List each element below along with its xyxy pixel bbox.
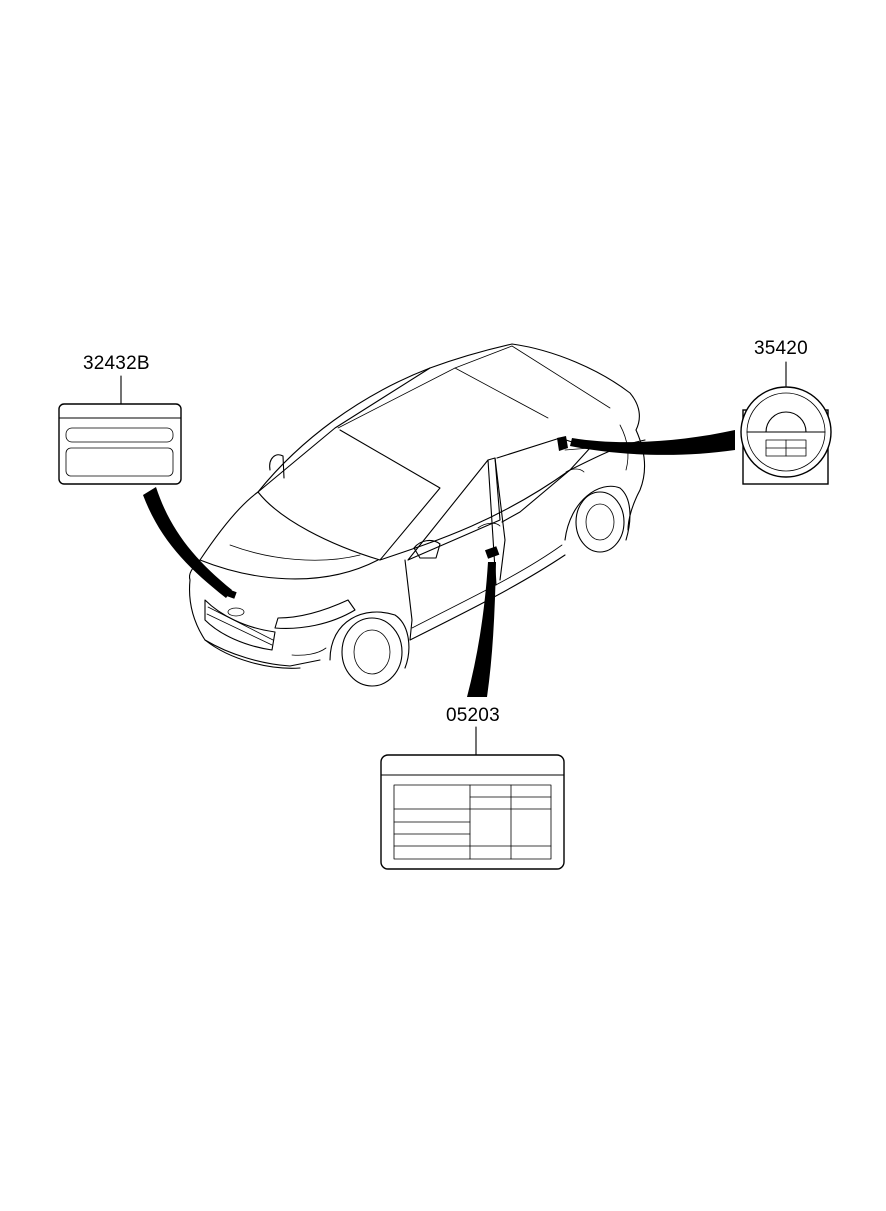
marker-05203 — [484, 546, 500, 559]
leader-35420 — [570, 430, 735, 455]
leader-32432b — [143, 487, 232, 598]
part-number-35420: 35420 — [754, 338, 808, 359]
marker-35420 — [557, 436, 568, 451]
label-05203-box — [380, 726, 565, 870]
part-number-05203: 05203 — [446, 705, 500, 726]
leader-05203 — [467, 562, 496, 697]
label-32432b-box — [58, 375, 182, 485]
marker-32432b — [222, 588, 237, 599]
label-35420-box — [740, 361, 832, 485]
car-illustration — [188, 343, 646, 687]
part-number-32432b: 32432B — [83, 353, 150, 374]
